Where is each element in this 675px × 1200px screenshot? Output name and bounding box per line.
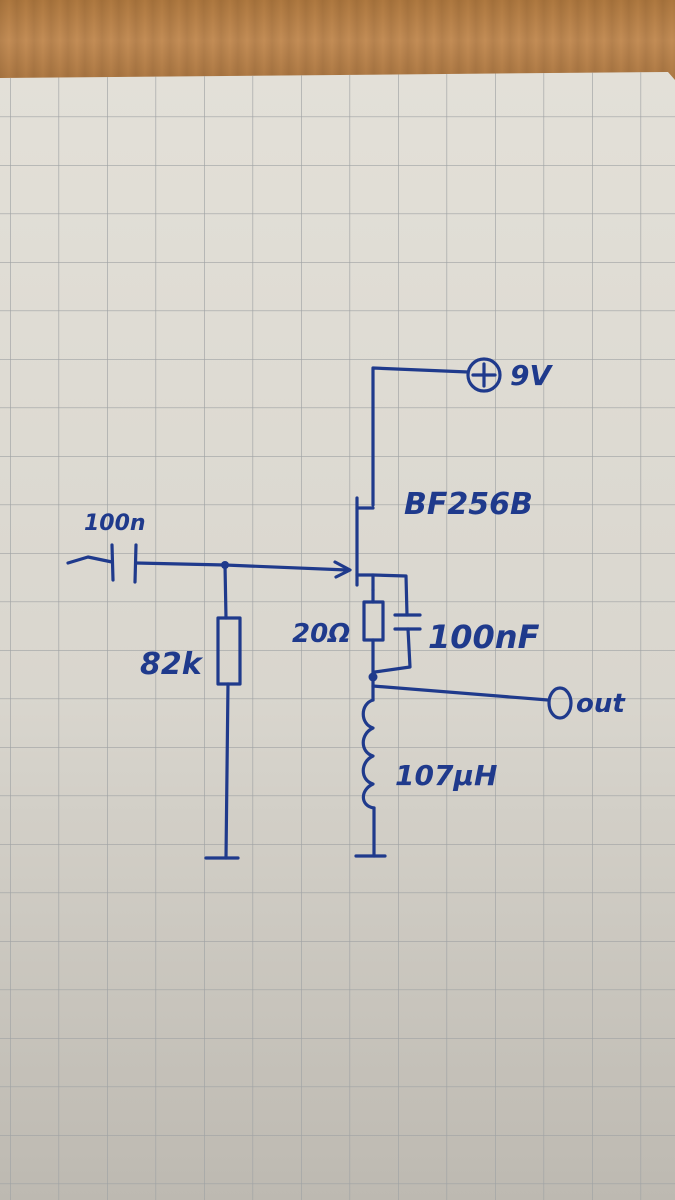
gate-resistor-bottom-wire [224,682,230,860]
supply-label: 9V [510,359,553,392]
supply-terminal [466,357,502,393]
junction-dots [221,561,378,682]
gate-arrow-icon [333,560,352,579]
output-label: out [576,689,626,719]
bypass-top-wire [371,573,409,617]
plus-sign-icon [471,362,497,388]
input-cap-label: 100n [84,511,146,536]
gate-resistor-label: 82k [140,647,204,682]
source-resistor-label: 20Ω [292,619,350,649]
input-wire [66,555,114,565]
supply-wire [371,366,470,507]
gate-resistor-top-wire [223,563,228,620]
gate-junction-dot [221,561,229,569]
output-wire [371,684,550,702]
transistor-label: BF256B [404,487,533,522]
source-junction-dot [368,672,378,682]
grid-lines [0,72,675,1200]
bypass-cap-label: 100nF [428,618,540,656]
circuit-schematic [66,357,573,860]
output-terminal [547,686,573,720]
input-cap-plate-left [110,543,115,582]
bypass-bottom-wire [373,627,412,674]
inductor-coil [361,698,376,810]
inductor-label: 107μH [395,759,497,792]
